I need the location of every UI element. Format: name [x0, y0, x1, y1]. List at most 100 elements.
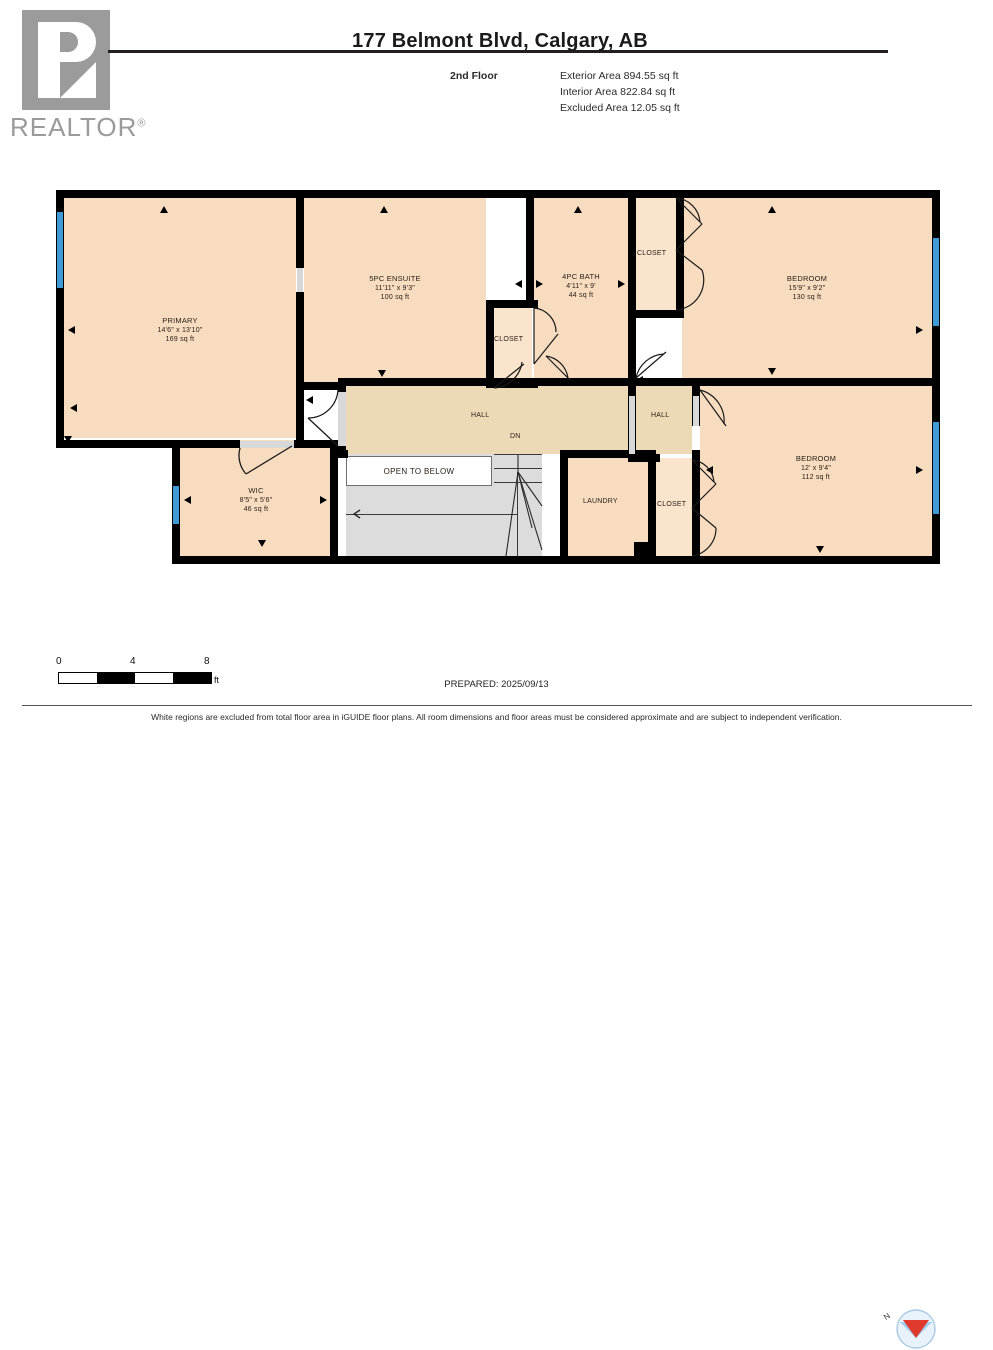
view-arrow — [636, 376, 643, 384]
open-to-below-area: OPEN TO BELOW — [346, 456, 492, 486]
label-hall-right: HALL — [651, 412, 670, 419]
realtor-r-mark-icon — [22, 10, 110, 110]
realtor-logo: REALTOR® — [10, 8, 146, 142]
view-arrow — [70, 404, 77, 412]
wall-ensuite-closet-top — [486, 300, 538, 308]
window-bedroom-bottom-right — [933, 422, 939, 514]
room-hall-right — [634, 386, 692, 454]
view-arrow — [618, 280, 625, 288]
door-gap-hall-right-2 — [693, 396, 699, 426]
wall-closet-top-bottom — [628, 310, 684, 318]
window-bedroom-top-right — [933, 238, 939, 326]
wall-wic-top-left — [172, 440, 240, 448]
view-arrow — [64, 436, 72, 443]
wall-laundry-top — [560, 450, 656, 458]
scale-tick-8: 8 — [204, 656, 210, 667]
label-laundry: LAUNDRY — [583, 498, 618, 505]
wall-laundry-right — [648, 450, 656, 564]
wall-exterior-primary-bottom — [56, 440, 188, 448]
header-rule — [108, 50, 888, 53]
window-primary-left-1 — [57, 212, 63, 288]
wall-hall-top-right — [536, 378, 636, 386]
wall-bath-left — [526, 190, 534, 302]
room-bedroom-bottom-closet — [654, 458, 692, 556]
wall-wic-top-right — [294, 440, 338, 448]
view-arrow — [160, 206, 168, 213]
disclaimer-text: White regions are excluded from total fl… — [151, 712, 842, 722]
label-closet-bath: CLOSET — [637, 250, 667, 257]
wall-laundry-left — [560, 450, 568, 564]
door-gap-primary-hall — [338, 392, 346, 446]
excluded-area: Excluded Area 12.05 sq ft — [560, 102, 680, 114]
footer-divider — [22, 705, 972, 706]
wall-closet-top-right — [676, 190, 684, 318]
view-arrow — [378, 370, 386, 377]
view-arrow — [515, 280, 522, 288]
window-wic-left — [173, 486, 179, 524]
door-gap-hall-right — [629, 396, 635, 454]
room-bath-closet — [634, 198, 676, 314]
scale-bar — [58, 672, 212, 684]
scale-unit-label: ft — [214, 675, 220, 685]
room-primary — [64, 198, 296, 438]
room-bedroom-bottom — [700, 386, 932, 556]
room-wic — [180, 440, 332, 556]
wall-ensuite-closet-left — [486, 300, 494, 388]
wall-ensuite-bottom-2 — [346, 378, 536, 386]
label-closet-ensuite: CLOSET — [494, 336, 524, 343]
area-summary: 2nd Floor Exterior Area 894.55 sq ft Int… — [450, 68, 850, 116]
label-hall-main: HALL — [471, 412, 490, 419]
wall-exterior-right — [932, 190, 940, 564]
page-title: 177 Belmont Blvd, Calgary, AB — [352, 30, 648, 52]
wall-primary-right-top — [296, 190, 304, 268]
wall-bath-right — [628, 190, 636, 386]
wall-wic-right — [330, 440, 338, 564]
wall-exterior-bottom-right — [542, 556, 940, 564]
scale-tick-0: 0 — [56, 656, 62, 667]
room-bedroom-top — [682, 198, 932, 382]
wall-hall-top-left — [338, 378, 346, 390]
area-row: Interior Area 822.84 sq ft — [450, 84, 850, 100]
exterior-area: Exterior Area 894.55 sq ft — [560, 70, 679, 82]
wall-ensuite-closet-bottom — [486, 380, 538, 388]
view-arrow — [320, 496, 327, 504]
room-hall-main — [346, 386, 628, 454]
view-arrow — [916, 326, 923, 334]
view-arrow — [816, 546, 824, 553]
view-arrow — [574, 206, 582, 213]
label-down-marker: DN — [510, 433, 521, 440]
floor-label: 2nd Floor — [450, 70, 498, 82]
view-arrow — [536, 280, 543, 288]
door-swings — [238, 197, 727, 557]
room-laundry — [568, 458, 648, 556]
stair-winder-lines — [352, 454, 543, 557]
room-5pc-ensuite — [304, 198, 486, 382]
wall-bottom-closet-right — [692, 450, 700, 564]
view-arrow — [916, 466, 923, 474]
wall-primary-right-bottom — [296, 292, 304, 448]
label-closet-bedroom-bottom: CLOSET — [657, 501, 687, 508]
prepared-date: PREPARED: 2025/09/13 — [444, 679, 549, 690]
compass-rose-icon — [896, 1309, 936, 1349]
wall-bedroom-top-bottom — [636, 378, 940, 386]
room-ensuite-closet — [492, 308, 532, 382]
area-row: 2nd Floor Exterior Area 894.55 sq ft — [450, 68, 850, 84]
window-primary-ensuite-gap — [297, 268, 303, 292]
wall-laundry-notch — [634, 542, 656, 564]
wall-exterior-left-upper — [56, 190, 64, 448]
realtor-brand-text: REALTOR — [10, 112, 138, 142]
view-arrow — [768, 206, 776, 213]
interior-area: Interior Area 822.84 sq ft — [560, 86, 675, 98]
header: REALTOR® 177 Belmont Blvd, Calgary, AB 2… — [0, 0, 993, 150]
floor-plan-drawing: OPEN TO BELOW — [0, 150, 993, 650]
view-arrow — [706, 466, 713, 474]
wall-exterior-bottom-left — [172, 556, 542, 564]
view-arrow — [380, 206, 388, 213]
wall-exterior-top — [56, 190, 940, 198]
scale-tick-4: 4 — [130, 656, 136, 667]
door-gap-wic — [240, 441, 294, 448]
footer: 0 4 8 ft PREPARED: 2025/09/13 N White re… — [0, 650, 993, 1349]
view-arrow — [184, 496, 191, 504]
room-4pc-bath — [534, 198, 628, 382]
wall-ensuite-bottom — [296, 382, 346, 390]
